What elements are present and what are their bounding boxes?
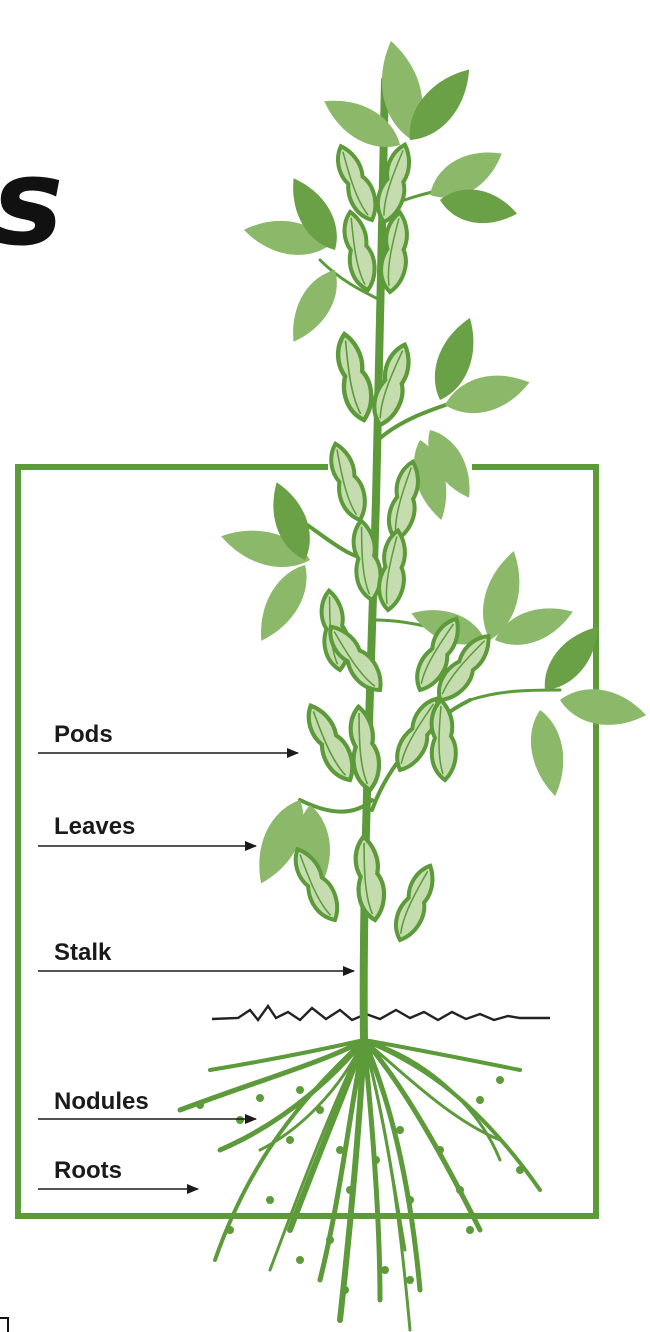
label-nodules-text: Nodules xyxy=(54,1088,149,1115)
label-pods-text: Pods xyxy=(54,721,113,748)
label-roots-text: Roots xyxy=(54,1157,122,1184)
label-roots: Roots xyxy=(38,1157,198,1189)
label-stalk: Stalk xyxy=(38,939,354,971)
label-stalk-text: Stalk xyxy=(54,939,112,966)
label-pods: Pods xyxy=(38,721,298,753)
title-fragment: s xyxy=(0,134,63,273)
corner-mark xyxy=(0,1318,8,1332)
label-leaves: Leaves xyxy=(38,813,256,846)
ground-line xyxy=(212,1006,550,1020)
label-leaves-text: Leaves xyxy=(54,813,135,840)
root-system xyxy=(180,1040,540,1330)
